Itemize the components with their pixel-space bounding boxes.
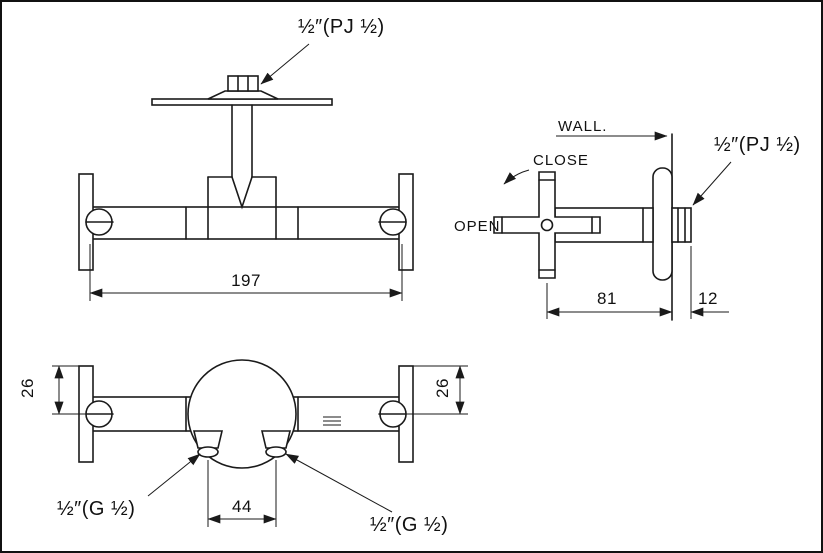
handle-radius-dim-left: 26 bbox=[18, 378, 37, 398]
side-nipple-fitting bbox=[671, 207, 692, 243]
bottom-view: 26 26 44 ½″(G ½) ½″(G ½) bbox=[18, 359, 468, 536]
dimension-handle-radius-right: 26 bbox=[406, 365, 468, 415]
open-label: OPEN bbox=[454, 218, 501, 235]
outlet-left-label: ½″(G ½) bbox=[57, 498, 135, 520]
front-riser-pipe bbox=[231, 104, 253, 178]
dimension-outlet-spacing: 44 bbox=[207, 460, 277, 527]
close-rotation-arrow bbox=[503, 169, 530, 185]
dimension-wall-protrusion: 12 bbox=[690, 246, 729, 319]
wall-callout: WALL. bbox=[556, 118, 668, 141]
front-flange-cone bbox=[207, 90, 279, 100]
brand-mark bbox=[323, 416, 341, 426]
outlet-tip bbox=[265, 446, 287, 458]
outlet-tip bbox=[197, 446, 219, 458]
front-tee-block bbox=[207, 176, 277, 240]
side-connection-label: ½″(PJ ½) bbox=[714, 134, 801, 156]
outlet-left bbox=[192, 430, 224, 458]
side-connection-callout: ½″(PJ ½) bbox=[692, 134, 801, 206]
leader-arrow bbox=[260, 43, 310, 85]
close-callout: CLOSE bbox=[503, 152, 589, 185]
outlet-left-callout: ½″(G ½) bbox=[57, 453, 201, 520]
leader-arrow bbox=[147, 453, 201, 497]
side-view: WALL. CLOSE OPEN ½″(PJ ½) 81 12 bbox=[454, 118, 801, 321]
outlet-nut bbox=[192, 430, 224, 449]
close-label: CLOSE bbox=[533, 152, 589, 169]
outlet-right-label: ½″(G ½) bbox=[370, 514, 448, 536]
handle-radius-dim-right: 26 bbox=[433, 378, 452, 398]
outlet-nut bbox=[260, 430, 292, 449]
front-hex-fitting bbox=[227, 75, 259, 92]
front-valve-body bbox=[89, 206, 403, 240]
outlet-right-callout: ½″(G ½) bbox=[285, 453, 448, 536]
leader-arrow bbox=[692, 161, 732, 206]
front-escutcheon-plate bbox=[151, 98, 333, 106]
front-connection-callout: ½″(PJ ½) bbox=[260, 16, 385, 85]
hex-body bbox=[227, 75, 259, 92]
dimension-handle-to-wall: 81 bbox=[546, 283, 673, 319]
wall-protrusion-dim: 12 bbox=[698, 289, 718, 308]
outlet-spacing-dim: 44 bbox=[232, 497, 252, 516]
outlet-right bbox=[260, 430, 292, 458]
front-handle-left bbox=[78, 173, 114, 271]
handle-to-wall-dim: 81 bbox=[597, 289, 617, 308]
nipple-body bbox=[671, 207, 692, 243]
dimension-overall-width: 197 bbox=[89, 244, 403, 301]
handle-screw bbox=[540, 218, 554, 232]
dimension-handle-radius-left: 26 bbox=[18, 365, 86, 415]
tee-funnel bbox=[231, 176, 253, 210]
overall-width-dim: 197 bbox=[231, 271, 261, 290]
side-cross-handle bbox=[493, 171, 601, 279]
front-view: 197 ½″(PJ ½) bbox=[78, 16, 414, 301]
wall-label: WALL. bbox=[558, 118, 607, 135]
leader-arrow bbox=[285, 453, 393, 513]
front-connection-label: ½″(PJ ½) bbox=[298, 16, 385, 38]
side-escutcheon bbox=[652, 167, 673, 281]
front-handle-right bbox=[378, 173, 414, 271]
